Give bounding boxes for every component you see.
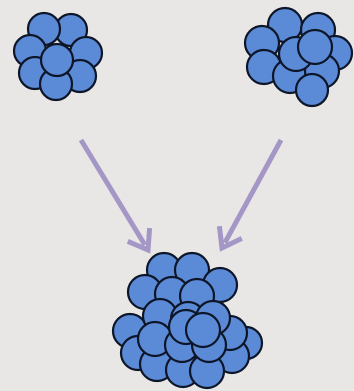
small-cluster-left [14,13,102,100]
sphere [186,313,220,347]
sphere [41,44,73,76]
arrow-left-to-center [81,140,150,250]
large-cluster-merged [113,253,262,388]
small-cluster-right [245,8,352,106]
sphere [296,74,328,106]
sphere [298,30,332,64]
arrow-shaft [81,140,145,245]
arrow-shaft [225,140,281,243]
arrow-right-to-center [219,140,281,248]
